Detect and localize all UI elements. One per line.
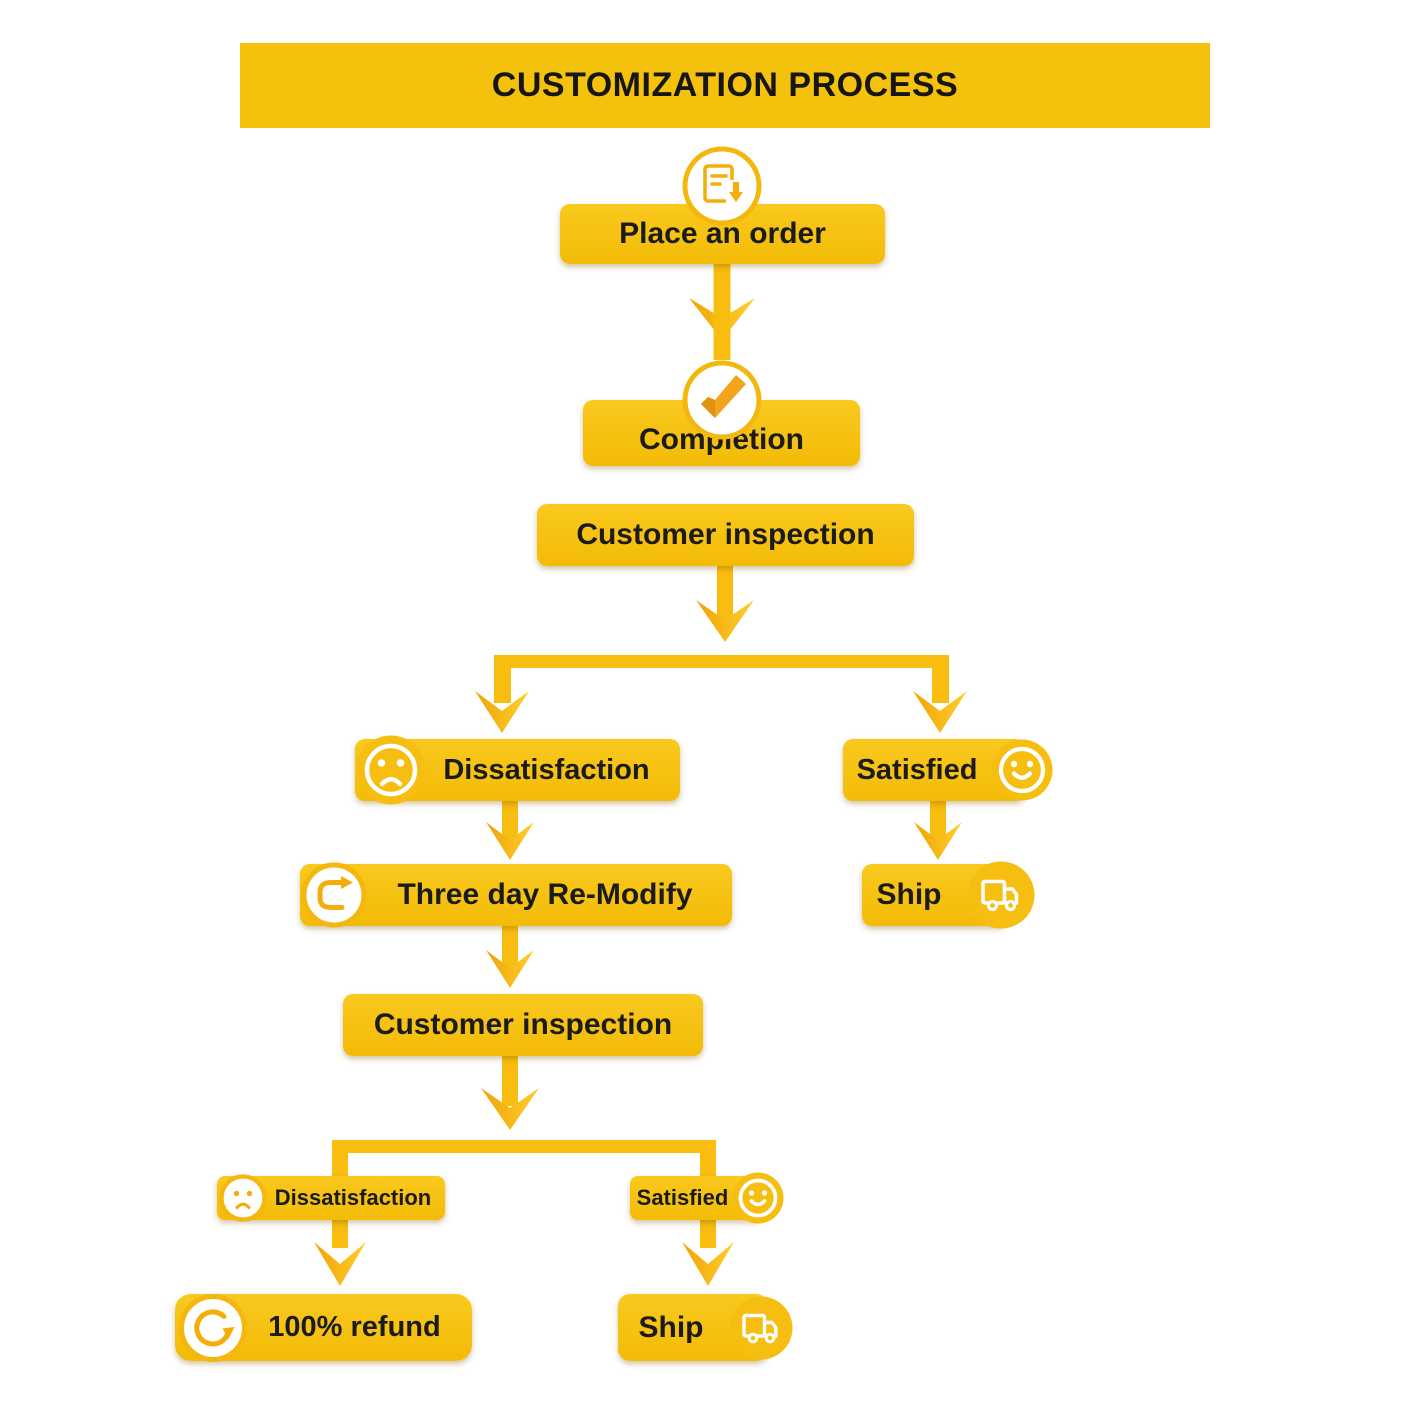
arrow-satisfied1-down (914, 801, 962, 860)
arrow-order-to-completion (689, 262, 755, 360)
node-label: Ship (876, 878, 942, 911)
title-bar: CUSTOMIZATION PROCESS (240, 43, 1210, 128)
node-customer-inspection-1: Customer inspection (537, 504, 914, 566)
page-title: CUSTOMIZATION PROCESS (491, 66, 959, 104)
delivery-truck-icon (729, 1296, 793, 1360)
arrow-remodify-down (486, 926, 534, 988)
node-label: Dissatisfaction (274, 1185, 432, 1210)
node-three-day-remodify: Three day Re-Modify (300, 864, 732, 926)
happy-face-icon (991, 739, 1053, 801)
node-label: Customer inspection (576, 518, 875, 551)
arrow-inspection1-down (696, 566, 754, 642)
happy-face-icon (732, 1172, 784, 1224)
node-label: 100% refund (268, 1311, 441, 1343)
node-label: Three day Re-Modify (397, 878, 693, 911)
node-label: Dissatisfaction (443, 753, 650, 786)
arrow-inspection2-down (481, 1056, 539, 1130)
redo-arrow-icon (301, 862, 367, 928)
arrow-dissatisfaction1-down (486, 801, 534, 860)
node-label: Satisfied (636, 1185, 729, 1210)
node-customer-inspection-2: Customer inspection (343, 994, 703, 1056)
delivery-truck-icon (967, 861, 1035, 929)
node-label: Satisfied (856, 753, 978, 786)
node-label: Customer inspection (373, 1008, 673, 1041)
refund-cycle-icon (179, 1294, 247, 1362)
checkmark-icon (682, 360, 762, 440)
node-label: Ship (638, 1310, 704, 1344)
sad-face-icon (356, 735, 426, 805)
order-form-icon (682, 146, 762, 226)
branch-bar-1 (475, 655, 967, 733)
sad-face-icon (219, 1174, 267, 1222)
